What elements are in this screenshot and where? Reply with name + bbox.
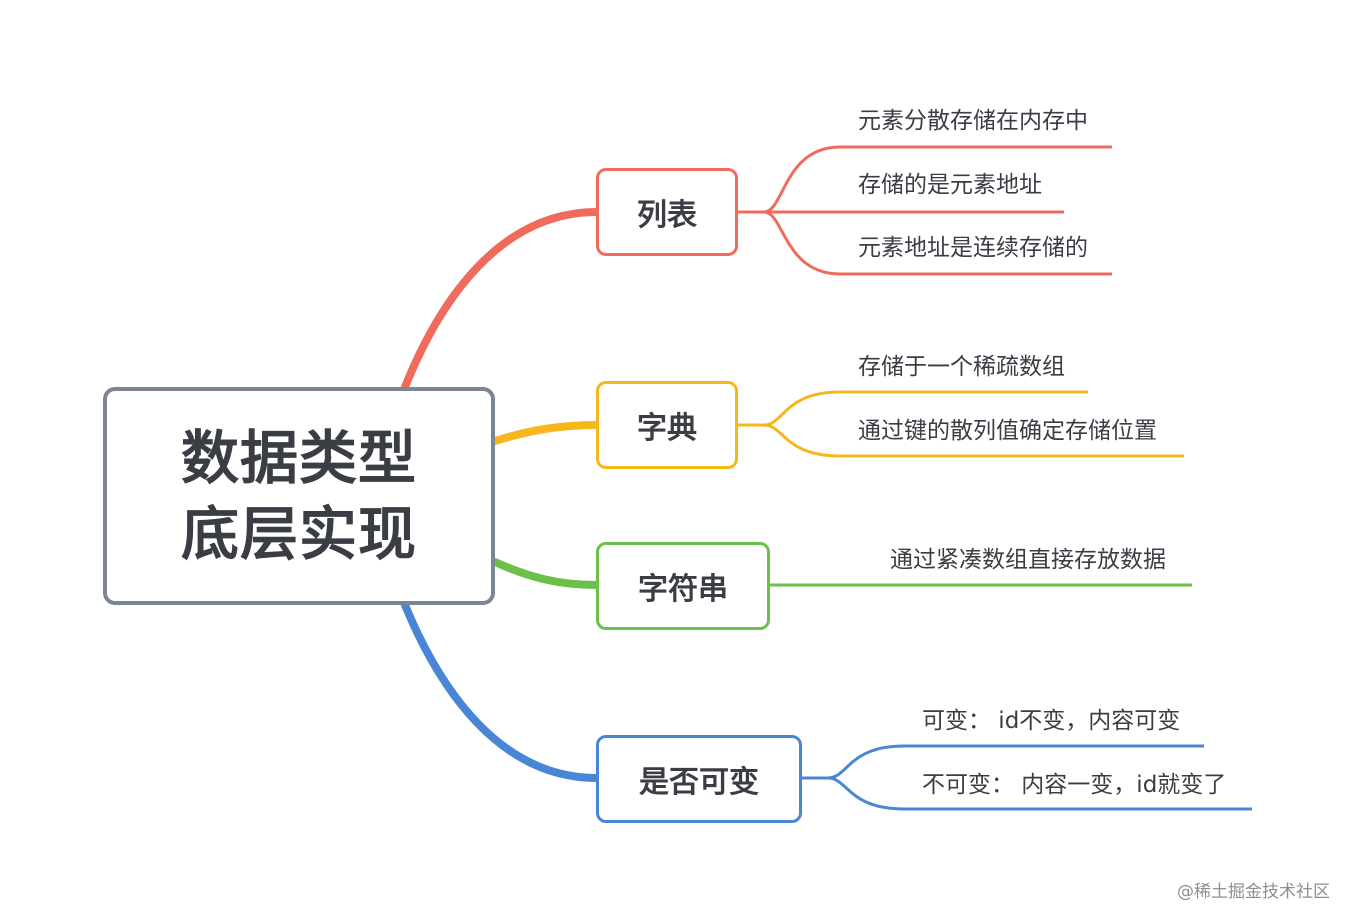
leaf-list-3[interactable]: 元素地址是连续存储的 xyxy=(858,235,1088,261)
connector-root-to-branch-3 xyxy=(491,558,601,589)
leaf-list-2[interactable]: 存储的是元素地址 xyxy=(858,172,1042,198)
leaf-dict-1[interactable]: 存储于一个稀疏数组 xyxy=(858,354,1065,380)
branch-node-dict[interactable]: 字典 xyxy=(596,381,738,469)
branch-node-list[interactable]: 列表 xyxy=(596,168,738,256)
connector-root-to-branch-4 xyxy=(401,601,601,782)
connector-root-to-branch-2 xyxy=(491,421,601,445)
branch-node-string[interactable]: 字符串 xyxy=(596,542,770,630)
leaf-dict-2[interactable]: 通过键的散列值确定存储位置 xyxy=(858,418,1157,444)
leaf-mutability-1[interactable]: 可变： id不变，内容可变 xyxy=(922,708,1181,734)
leaf-line-2-2 xyxy=(763,423,1184,458)
leaf-line-1-3 xyxy=(763,210,1112,276)
branch-node-mutability[interactable]: 是否可变 xyxy=(596,735,802,823)
leaf-list-1[interactable]: 元素分散存储在内存中 xyxy=(858,108,1088,134)
connector-root-to-branch-1 xyxy=(401,208,601,391)
root-node[interactable]: 数据类型 底层实现 xyxy=(103,387,495,605)
leaf-line-4-2 xyxy=(827,776,1252,811)
root-title-line-2: 底层实现 xyxy=(180,500,417,568)
watermark: @稀土掘金技术社区 xyxy=(1177,882,1330,902)
leaf-string-1[interactable]: 通过紧凑数组直接存放数据 xyxy=(890,547,1166,573)
root-title-line-1: 数据类型 xyxy=(180,424,417,492)
leaf-mutability-2[interactable]: 不可变： 内容一变，id就变了 xyxy=(922,772,1227,798)
